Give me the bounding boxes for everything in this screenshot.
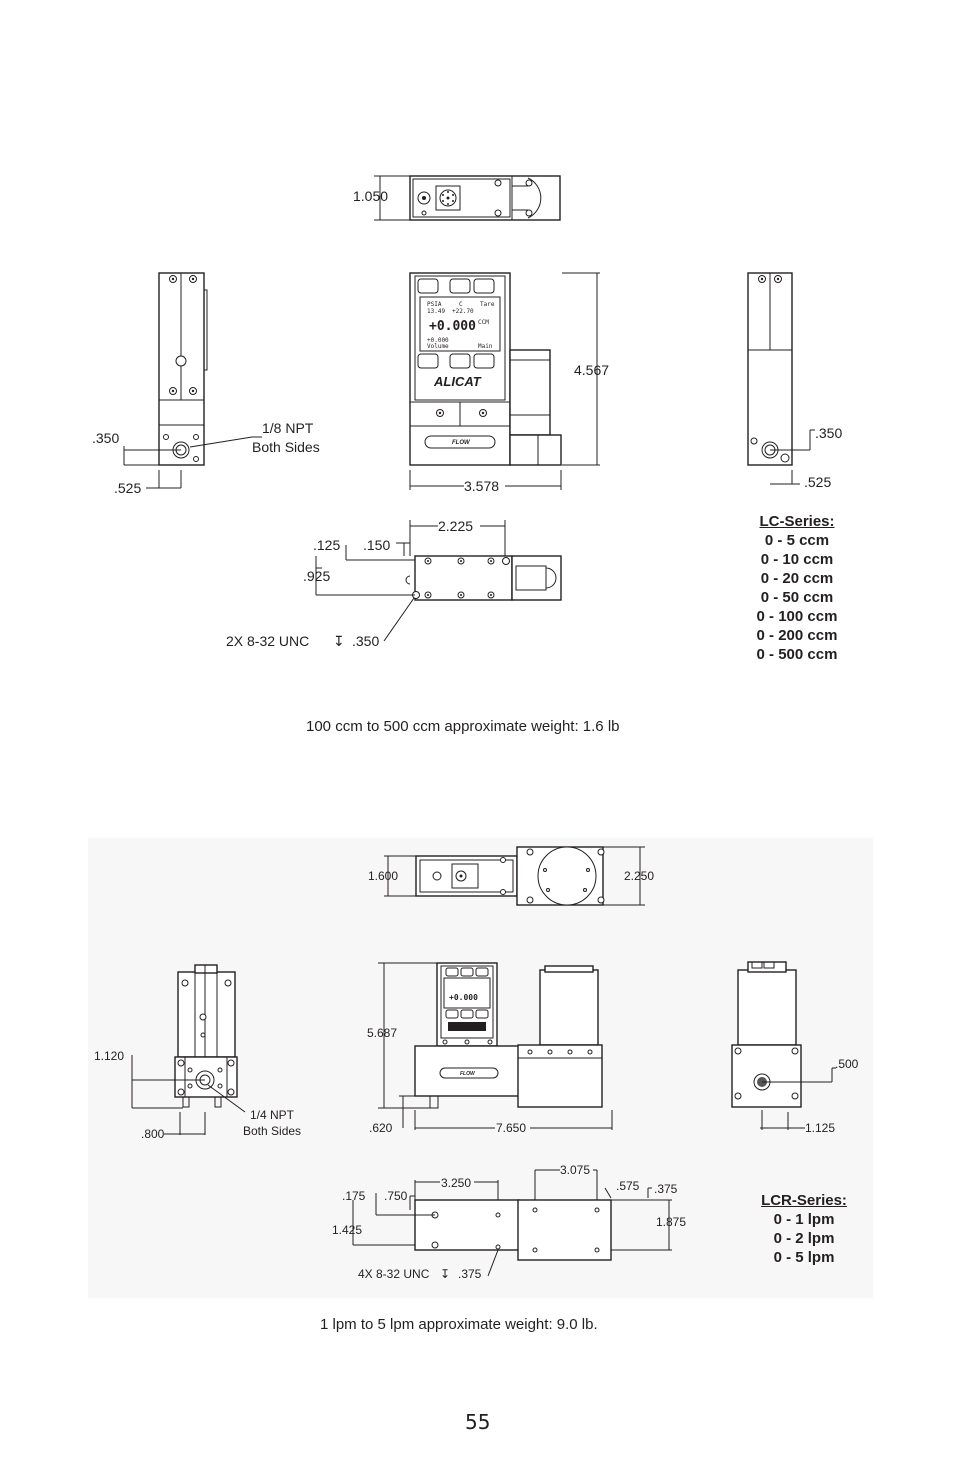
lc-dim-right-port-offset: .525: [804, 474, 831, 490]
lc-port-note-line2: Both Sides: [252, 439, 320, 455]
lcr-dim-left-height: 1.120: [94, 1049, 124, 1063]
lcr-weight-caption: 1 lpm to 5 lpm approximate weight: 9.0 l…: [320, 1316, 598, 1333]
lcr-dim-top-right-height: 2.250: [624, 869, 654, 883]
svg-text:Volume: Volume: [427, 343, 449, 350]
lc-dim-right-port-height: .350: [815, 425, 842, 441]
lcr-dim-right-port-offset: 1.125: [805, 1121, 835, 1135]
lcr-left-view: [131, 964, 246, 1135]
lc-right-view: [747, 272, 815, 485]
lcr-dim-left-offset: .800: [141, 1127, 165, 1141]
svg-text:13.49: 13.49: [427, 308, 445, 315]
lcr-dim-bottom-b: .750: [384, 1189, 408, 1203]
lcr-series-title: LCR-Series:: [761, 1192, 847, 1209]
lc-port-note-line1: 1/8 NPT: [262, 420, 314, 436]
lc-left-view: [123, 272, 262, 489]
lc-series-title: LC-Series:: [759, 513, 835, 530]
lcr-technical-drawing: 1.600 2.250 1.120 .800 1/4 NPT Both Side…: [94, 846, 859, 1281]
svg-text:FLOW: FLOW: [452, 440, 471, 446]
lcr-dim-bottom-span-left: 3.250: [441, 1176, 471, 1190]
depth-symbol-icon: ↧: [333, 633, 345, 649]
lc-range-item: 0 - 5 ccm: [764, 532, 830, 549]
lc-series-list: LC-Series: 0 - 5 ccm 0 - 10 ccm 0 - 20 c…: [737, 512, 857, 664]
lcr-dim-right-port-height: .500: [835, 1057, 859, 1071]
lcr-thread-callout: 4X 8-32 UNC: [358, 1267, 430, 1281]
lcr-dim-width: 7.650: [496, 1121, 526, 1135]
lcr-right-view: [731, 961, 836, 1130]
lcr-thread-depth: .375: [458, 1267, 482, 1281]
svg-text:FLOW: FLOW: [460, 1071, 476, 1077]
svg-text:CCM: CCM: [478, 319, 489, 326]
lc-dim-bottom-b: .150: [363, 537, 390, 553]
lc-range-item: 0 - 100 ccm: [756, 608, 838, 625]
svg-text:+22.70: +22.70: [452, 308, 474, 315]
lcr-front-view: +0.000 FLOW: [378, 962, 613, 1130]
svg-text:+0.000: +0.000: [429, 319, 476, 334]
lc-dim-height: 4.567: [574, 362, 609, 378]
lc-front-view: PSIA C Tare 13.49 +22.70 +0.000 CCM +0.0…: [409, 272, 600, 490]
lcr-dim-top-height: 1.600: [368, 869, 398, 883]
svg-text:ALICAT: ALICAT: [433, 374, 482, 389]
lc-technical-drawing: 1.050 .350 .525 1/8 NPT Both Sides PSIA …: [92, 175, 842, 649]
lc-top-view: [374, 175, 561, 221]
depth-symbol-icon: ↧: [440, 1267, 450, 1281]
svg-text:Main: Main: [478, 343, 493, 350]
lc-range-item: 0 - 500 ccm: [756, 646, 838, 663]
lc-weight-caption: 100 ccm to 500 ccm approximate weight: 1…: [306, 718, 620, 735]
lcr-range-item: 0 - 1 lpm: [773, 1211, 835, 1228]
lcr-dim-height: 5.687: [367, 1026, 397, 1040]
lc-dim-bottom-span: 2.225: [438, 518, 473, 534]
lcr-range-item: 0 - 5 lpm: [773, 1249, 835, 1266]
lcr-top-view: [384, 846, 645, 906]
lcr-dim-bottom-d: .375: [654, 1182, 678, 1196]
lcr-port-note-line2: Both Sides: [243, 1124, 301, 1138]
lcr-bottom-view: [352, 1169, 672, 1277]
lcr-series-list: LCR-Series: 0 - 1 lpm 0 - 2 lpm 0 - 5 lp…: [745, 1191, 863, 1267]
lc-dim-top-height: 1.050: [353, 188, 388, 204]
lc-dim-left-port-offset: .525: [114, 480, 141, 496]
lc-range-item: 0 - 50 ccm: [760, 589, 834, 606]
lcr-dim-bottom-span-right: 3.075: [560, 1163, 590, 1177]
lcr-dim-bottom-depth-left: 1.425: [332, 1223, 362, 1237]
svg-text:Tare: Tare: [480, 301, 495, 308]
lc-bottom-view: [315, 520, 562, 642]
lcr-dim-foot-height: .620: [369, 1121, 393, 1135]
lc-range-item: 0 - 200 ccm: [756, 627, 838, 644]
lc-thread-callout: 2X 8-32 UNC: [226, 633, 309, 649]
lcr-dim-bottom-c: .575: [616, 1179, 640, 1193]
lcr-range-item: 0 - 2 lpm: [773, 1230, 835, 1247]
svg-text:C: C: [459, 301, 463, 308]
lc-dim-bottom-depth: .925: [303, 568, 330, 584]
svg-text:+0.000: +0.000: [449, 993, 478, 1002]
lcr-dim-bottom-a: .175: [342, 1189, 366, 1203]
lc-dim-bottom-a: .125: [313, 537, 340, 553]
lc-thread-depth: .350: [352, 633, 379, 649]
svg-text:PSIA: PSIA: [427, 301, 442, 308]
lc-dim-width: 3.578: [464, 478, 499, 494]
lcr-port-note-line1: 1/4 NPT: [250, 1108, 295, 1122]
lc-range-item: 0 - 10 ccm: [760, 551, 834, 568]
lc-dim-left-port-height: .350: [92, 430, 119, 446]
svg-text:+0.000: +0.000: [427, 337, 449, 344]
page-number: 55: [465, 1410, 491, 1434]
lcr-dim-bottom-depth-right: 1.875: [656, 1215, 686, 1229]
lc-range-item: 0 - 20 ccm: [760, 570, 834, 587]
